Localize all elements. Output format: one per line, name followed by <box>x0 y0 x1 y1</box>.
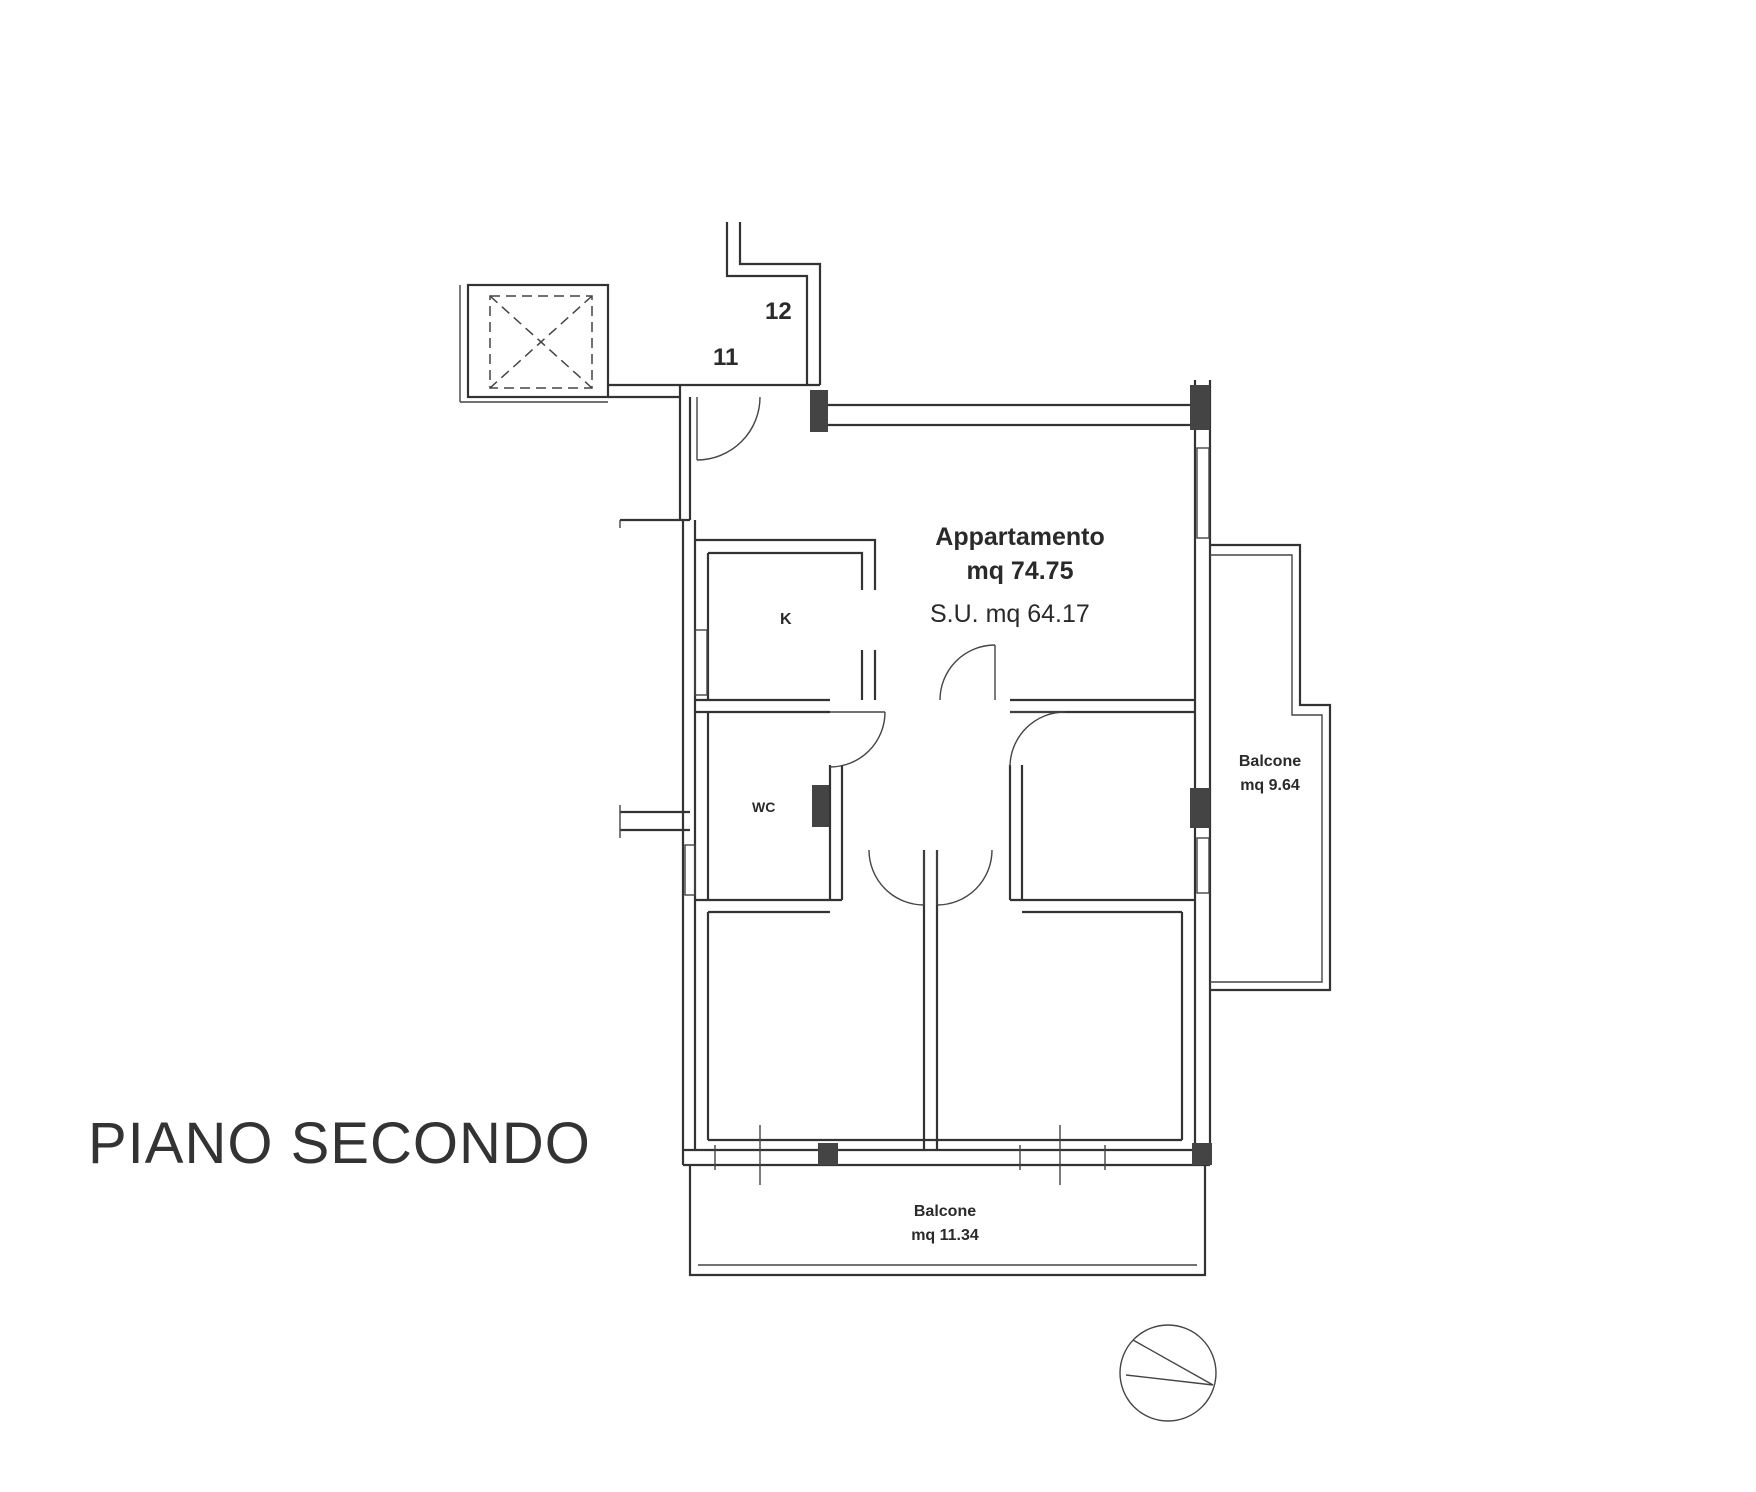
unit-number-11: 11 <box>713 344 739 371</box>
bottom-balcony-name: Balcone <box>913 1203 977 1220</box>
north-arrow-icon <box>1119 1324 1217 1422</box>
floor-title: PIANO SECONDO <box>88 1111 591 1176</box>
kitchen-label: K <box>780 611 792 628</box>
apartment-name: Appartamento <box>935 523 1105 551</box>
kitchen-room <box>694 538 877 700</box>
common-corridor <box>608 222 822 399</box>
right-balcony-name: Balcone <box>1238 753 1302 770</box>
pillars <box>810 385 1212 1165</box>
unit-number-12: 12 <box>765 298 792 325</box>
entry-door <box>696 396 761 461</box>
bottom-balcony-area: mq 11.34 <box>911 1227 979 1244</box>
window-marks <box>714 1125 1106 1185</box>
apartment-area: mq 74.75 <box>966 557 1074 585</box>
right-balcony-label: Balcone mq 9.64 <box>1222 750 1318 798</box>
bottom-balcony-label: Balcone mq 11.34 <box>890 1200 1000 1248</box>
right-balcony-outline <box>1210 543 1332 992</box>
bathroom-label: WC <box>752 799 776 815</box>
apartment-useful-area: S.U. mq 64.17 <box>930 600 1090 628</box>
hall-partitions <box>684 447 1210 1150</box>
bottom-balcony-outline <box>688 1165 1207 1277</box>
right-balcony-area: mq 9.64 <box>1240 777 1300 794</box>
interior-doors <box>829 644 1066 906</box>
apartment-label: Appartamento mq 74.75 <box>900 520 1140 588</box>
apartment-walls <box>620 380 1212 1167</box>
stair-shaft <box>459 283 610 403</box>
